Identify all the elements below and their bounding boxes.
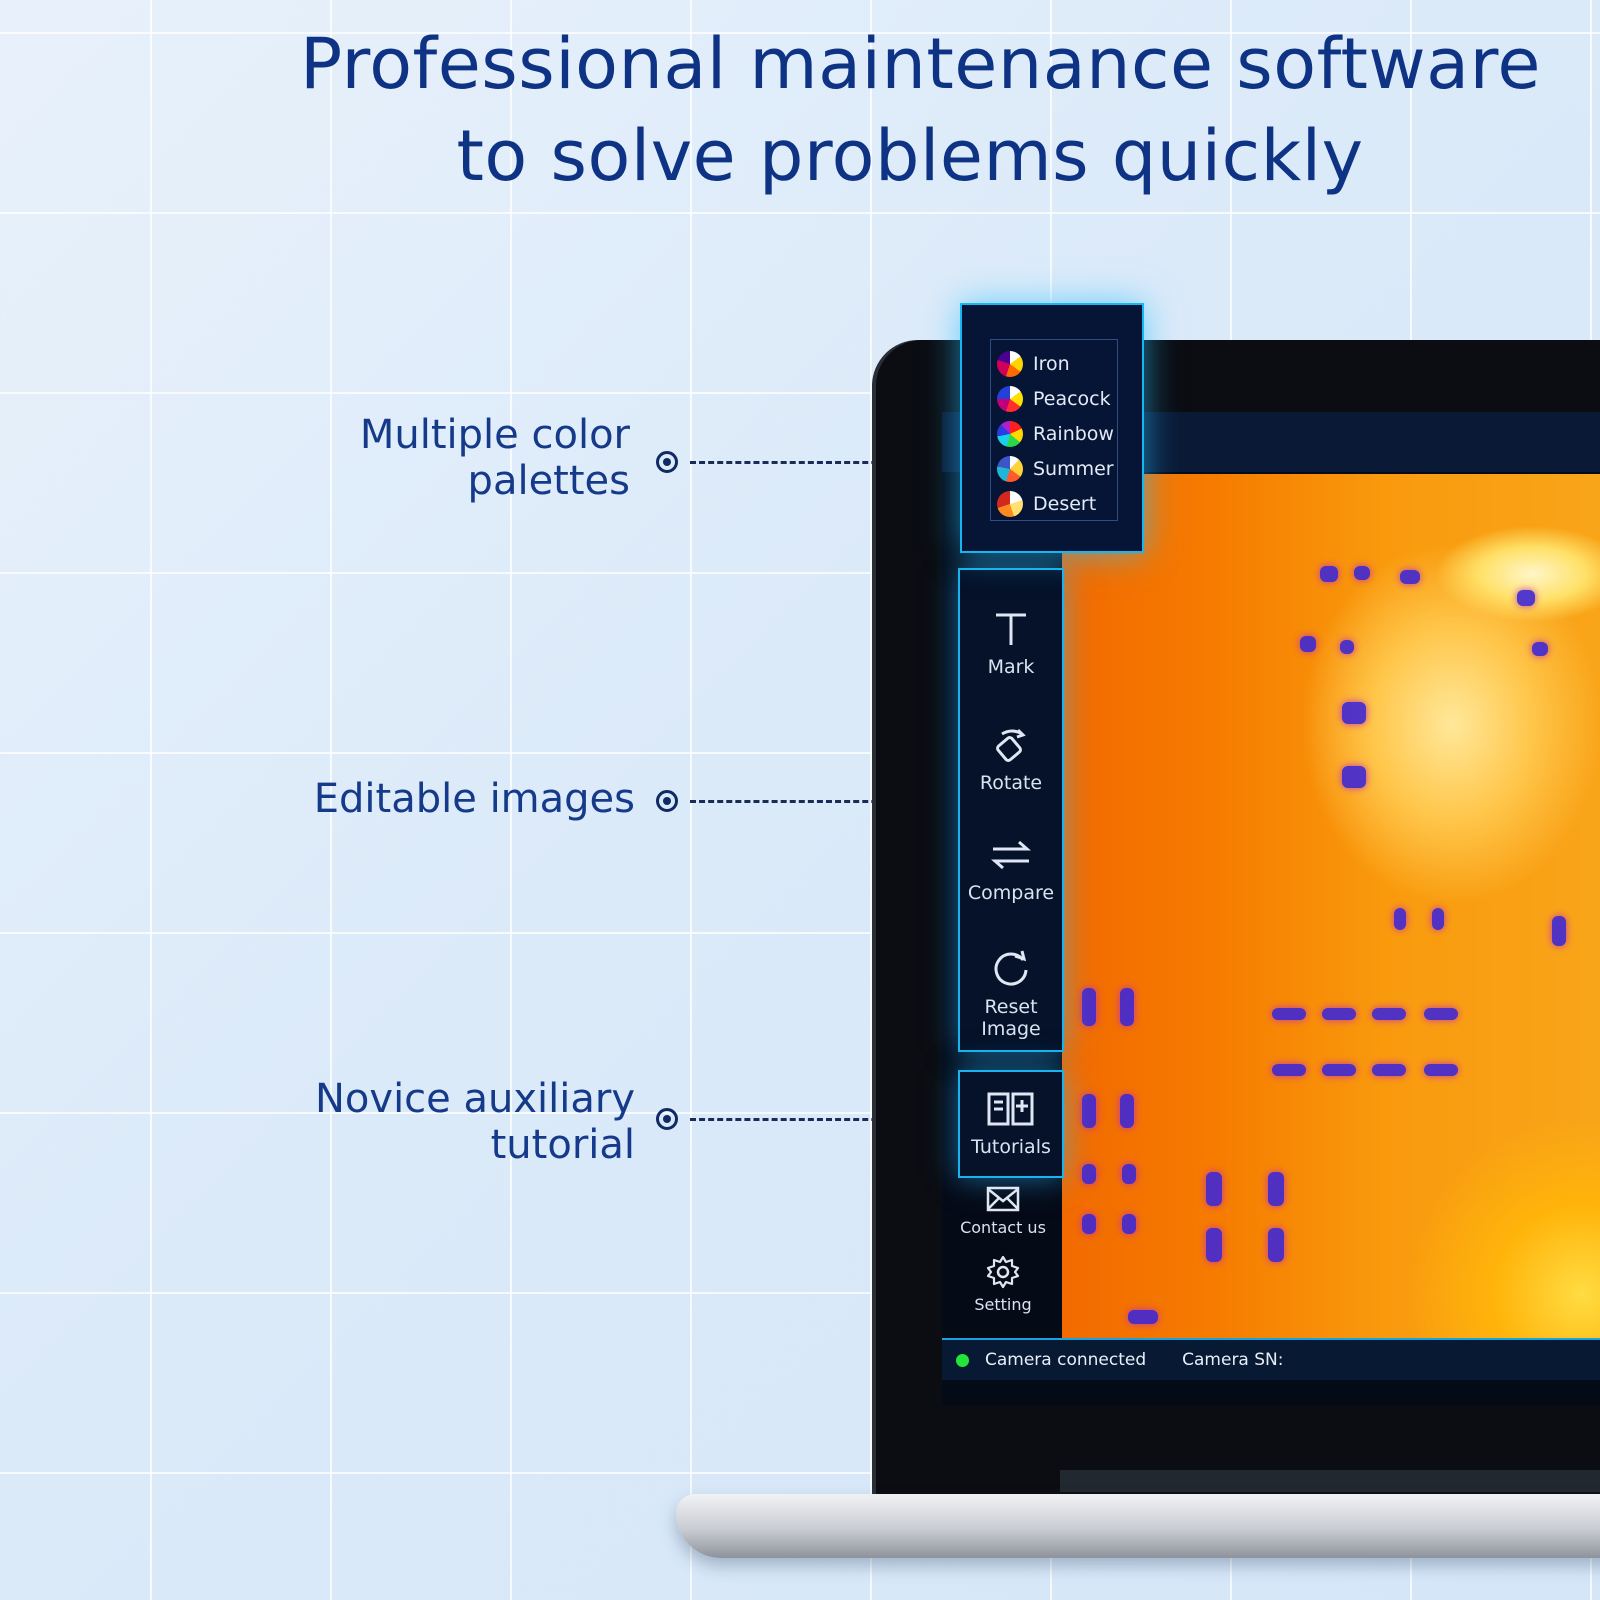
rotate-icon: [996, 728, 1026, 762]
palette-option-rainbow[interactable]: Rainbow: [997, 416, 1117, 451]
reset-image-label: Reset Image: [981, 996, 1041, 1040]
callout-dot-icon: [656, 790, 678, 812]
hotspot-marker: [1342, 702, 1366, 724]
color-wheel-icon: [997, 420, 1023, 447]
hotspot-marker: [1424, 1064, 1458, 1076]
hotspot-marker: [1340, 640, 1354, 654]
hotspot-marker: [1082, 1094, 1096, 1128]
color-wheel-icon: [997, 490, 1023, 517]
feature-novice-tutorial: Novice auxiliary tutorial: [315, 1076, 635, 1168]
hotspot-marker: [1206, 1172, 1222, 1206]
hotspot-marker: [1424, 1008, 1458, 1020]
contact-us-button[interactable]: Contact us: [958, 1186, 1048, 1237]
hotspot-marker: [1268, 1172, 1284, 1206]
color-wheel-icon: [997, 385, 1023, 412]
reset-image-button[interactable]: Reset Image: [960, 948, 1062, 1040]
color-wheel-icon: [997, 350, 1023, 377]
hotspot-marker: [1206, 1228, 1222, 1262]
refresh-icon: [994, 950, 1028, 986]
hotspot-marker: [1532, 642, 1548, 656]
laptop-hinge: [1060, 1470, 1600, 1492]
mark-button[interactable]: Mark: [960, 610, 1062, 678]
hotspot-marker: [1394, 908, 1406, 930]
contact-us-label: Contact us: [960, 1218, 1046, 1237]
callout-dashed-line: [690, 461, 968, 464]
feature-line: tutorial: [490, 1122, 635, 1168]
palette-label: Peacock: [1033, 387, 1111, 410]
hotspot-marker: [1122, 1164, 1136, 1184]
app-screen: Camera connected Camera SN:: [942, 412, 1600, 1406]
feature-editable-images: Editable images: [314, 776, 635, 822]
tutorials-label: Tutorials: [971, 1136, 1051, 1158]
palette-label: Summer: [1033, 457, 1114, 480]
thermal-image[interactable]: [1062, 474, 1600, 1364]
hotspot-marker: [1122, 1214, 1136, 1234]
hotspot-marker: [1432, 908, 1444, 930]
feature-line: Novice auxiliary: [315, 1076, 635, 1122]
palette-label: Desert: [1033, 492, 1097, 515]
palette-option-iron[interactable]: Iron: [997, 346, 1117, 381]
book-plus-icon: [987, 1092, 1034, 1126]
compare-label: Compare: [967, 882, 1055, 904]
secondary-menu: Contact us Setting: [958, 1186, 1048, 1332]
hotspot-marker: [1322, 1064, 1356, 1076]
hotspot-marker: [1300, 636, 1316, 652]
compare-button[interactable]: Compare: [960, 836, 1062, 904]
headline-line-1: Professional maintenance software: [300, 23, 1541, 105]
feature-line: palettes: [467, 458, 630, 504]
hotspot-marker: [1082, 1164, 1096, 1184]
hotspot-marker: [1552, 916, 1566, 946]
color-wheel-icon: [997, 455, 1023, 482]
palette-label: Iron: [1033, 352, 1070, 375]
hotspot-marker: [1128, 1310, 1158, 1324]
gear-icon: [986, 1255, 1020, 1289]
hotspot-marker: [1082, 1214, 1096, 1234]
color-palette-popup: Iron Peacock Rainbow Summer Desert: [960, 303, 1144, 553]
laptop-base: [676, 1494, 1600, 1558]
callout-dashed-line: [690, 1118, 968, 1121]
hotspot-marker: [1354, 566, 1370, 580]
status-bar: Camera connected Camera SN:: [942, 1338, 1600, 1380]
hotspot-marker: [1120, 1094, 1134, 1128]
headline-line-2: to solve problems quickly: [456, 115, 1364, 197]
palette-option-desert[interactable]: Desert: [997, 486, 1117, 521]
rotate-label: Rotate: [979, 772, 1043, 794]
hotspot-marker: [1120, 988, 1134, 1026]
palette-label: Rainbow: [1033, 422, 1114, 445]
hotspot-marker: [1342, 766, 1366, 788]
camera-sn-label: Camera SN:: [1182, 1350, 1284, 1370]
hotspot-marker: [1320, 566, 1338, 582]
palette-list: Iron Peacock Rainbow Summer Desert: [990, 339, 1118, 521]
camera-connection-status: Camera connected: [985, 1350, 1147, 1370]
setting-button[interactable]: Setting: [958, 1255, 1048, 1314]
text-t-icon: [996, 613, 1026, 645]
callout-dot-icon: [656, 1108, 678, 1130]
hotspot-marker: [1322, 1008, 1356, 1020]
callout-dot-icon: [656, 451, 678, 473]
feature-line: Editable images: [313, 776, 635, 822]
callout-dashed-line: [690, 800, 968, 803]
palette-option-peacock[interactable]: Peacock: [997, 381, 1117, 416]
setting-label: Setting: [974, 1295, 1032, 1314]
hotspot-marker: [1272, 1064, 1306, 1076]
feature-line: Multiple color: [359, 412, 630, 458]
page-headline: Professional maintenance software to sol…: [300, 18, 1541, 202]
hotspot-marker: [1268, 1228, 1284, 1262]
hotspot-marker: [1517, 590, 1535, 606]
hotspot-marker: [1372, 1064, 1406, 1076]
hotspot-marker: [1082, 988, 1096, 1026]
hotspot-marker: [1400, 570, 1420, 584]
tutorials-button[interactable]: Tutorials: [958, 1070, 1064, 1178]
mark-label: Mark: [987, 656, 1035, 678]
feature-color-palettes: Multiple color palettes: [360, 412, 630, 504]
rotate-button[interactable]: Rotate: [960, 726, 1062, 794]
hotspot-marker: [1372, 1008, 1406, 1020]
palette-option-summer[interactable]: Summer: [997, 451, 1117, 486]
edit-toolbar: Mark Rotate Compare Reset Image: [958, 568, 1064, 1052]
mail-icon: [986, 1186, 1020, 1212]
hotspot-marker: [1272, 1008, 1306, 1020]
swap-arrows-icon: [991, 840, 1031, 870]
connection-status-icon: [956, 1353, 969, 1367]
